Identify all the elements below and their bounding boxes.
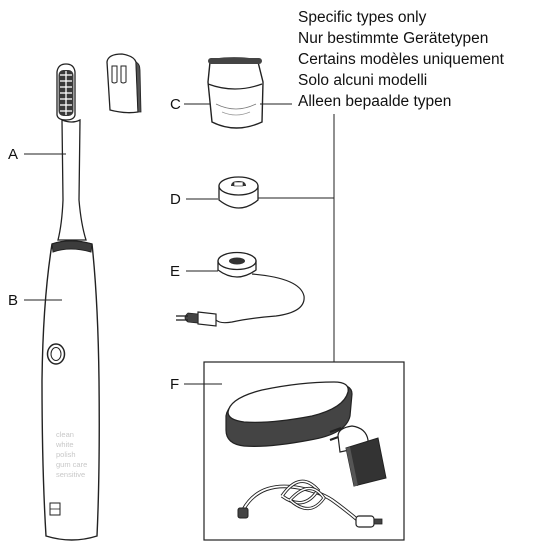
note-line-5: Alleen bepaalde typen (298, 93, 451, 110)
brush-neck (58, 120, 86, 240)
note-line-3: Certains modèles uniquement (298, 51, 505, 68)
label-a: A (8, 146, 18, 163)
callout-d: D (170, 191, 218, 208)
mode-label-5: sensitive (56, 470, 85, 479)
label-b: B (8, 292, 18, 309)
brush-handle (42, 241, 99, 540)
usb-cable (238, 481, 382, 527)
mode-label-2: white (55, 440, 74, 449)
charger-base-small (219, 177, 258, 208)
protective-cap (107, 54, 141, 113)
note-line-1: Specific types only (298, 9, 427, 26)
label-e: E (170, 263, 180, 280)
charger-with-cord (176, 253, 304, 327)
plug (176, 312, 216, 326)
callout-f: F (170, 376, 222, 393)
mode-label-3: polish (56, 450, 76, 459)
callout-e: E (170, 263, 218, 280)
wall-adapter (330, 426, 386, 486)
label-f: F (170, 376, 179, 393)
mode-label-4: gum care (56, 460, 87, 469)
label-c: C (170, 96, 181, 113)
charging-glass (208, 58, 263, 128)
mode-label-1: clean (56, 430, 74, 439)
availability-note: Specific types only Nur bestimmte Geräte… (298, 9, 505, 110)
travel-case (226, 382, 352, 446)
toothbrush-illustration: clean white polish gum care sensitive (42, 64, 99, 540)
label-d: D (170, 191, 181, 208)
brush-head (57, 64, 75, 120)
bracket-line (258, 114, 334, 362)
note-line-2: Nur bestimmte Gerätetypen (298, 30, 488, 47)
callout-a: A (8, 146, 66, 163)
note-line-4: Solo alcuni modelli (298, 72, 427, 89)
